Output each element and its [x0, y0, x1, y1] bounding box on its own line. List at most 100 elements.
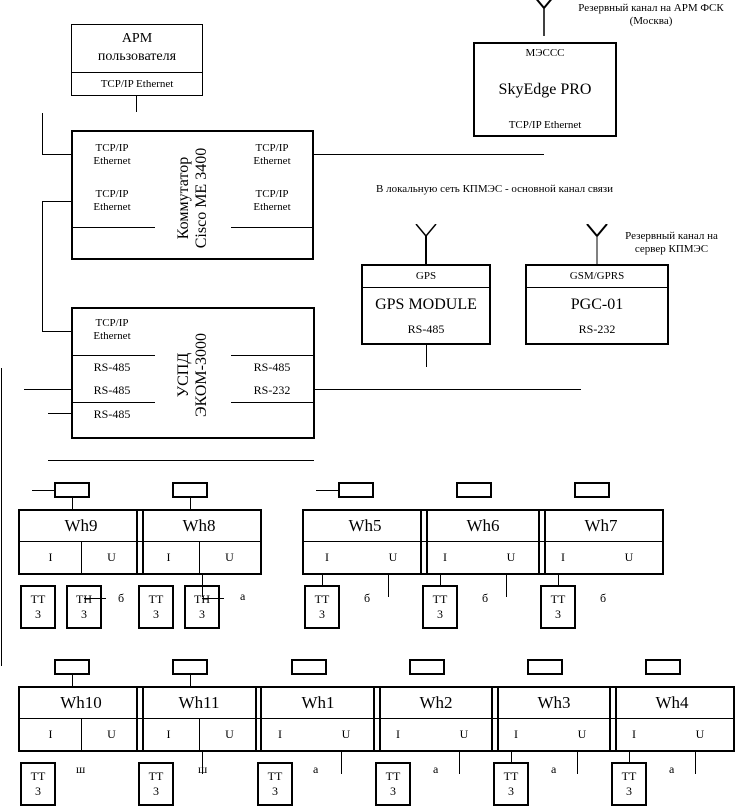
current-link — [558, 575, 559, 587]
transformer-count: 3 — [199, 607, 205, 621]
meter-voltage-label: U — [506, 550, 516, 564]
skyedge-name: SkyEdge PRO — [498, 81, 592, 98]
uspd-eth-port: TCP/IP Ethernet — [77, 317, 147, 342]
phase-label: а — [313, 762, 319, 776]
transformer-type: ТТ — [30, 592, 46, 606]
meter-divider — [375, 718, 497, 719]
skyedge-antenna-icon — [536, 0, 552, 36]
transformer-count: 3 — [437, 607, 443, 621]
meter-tag-box — [338, 482, 374, 498]
note-line2: сервер КПМЭС — [634, 242, 709, 255]
uspd-divider-left-2 — [73, 402, 155, 403]
meter-divider — [611, 718, 733, 719]
port-line2: Ethernet — [93, 329, 131, 342]
transformer-count: 3 — [390, 784, 396, 798]
meter-divider — [257, 718, 379, 719]
gps-port: RS-485 — [407, 322, 445, 336]
phase-label: а — [240, 589, 246, 603]
phase-label: б — [364, 591, 371, 605]
transformer-type: ТТ — [267, 769, 283, 783]
current-link — [629, 752, 630, 764]
skyedge-box: МЭССС SkyEdge PRO TCP/IP Ethernet — [473, 42, 617, 137]
left-bus-top — [42, 113, 43, 155]
meter-voltage-label: U — [624, 550, 634, 564]
uspd-right-rs232-link — [315, 389, 581, 390]
gps-divider — [363, 287, 489, 288]
arm-user-port: TCP/IP Ethernet — [100, 78, 174, 90]
skyedge-port: TCP/IP Ethernet — [508, 119, 582, 131]
switch-port-right-1: TCP/IP Ethernet — [237, 142, 307, 167]
phase-link — [84, 598, 106, 599]
port-line1: TCP/IP — [95, 188, 129, 200]
uspd-divider-left-1 — [73, 355, 155, 356]
phase-label: а — [433, 762, 439, 776]
phase-label: б — [600, 591, 607, 605]
meter-cell-divider — [199, 718, 200, 750]
meter-current-label: I — [278, 727, 282, 741]
uspd-divider-right-2 — [231, 402, 313, 403]
meter-divider — [493, 718, 615, 719]
gps-top-label: GPS — [415, 270, 437, 282]
meter-current-label: I — [632, 727, 636, 741]
switch-to-lan-link — [314, 154, 544, 155]
uspd-port-left-2: RS-485 — [93, 383, 131, 397]
meter-name: Wh5 — [348, 516, 382, 535]
pgc-box: GSM/GPRS PGC-01 RS-232 — [525, 264, 669, 345]
meter-current-label: I — [325, 550, 329, 564]
meter-cell-divider — [81, 541, 82, 573]
left-bus-switch-h — [42, 201, 72, 202]
meter-name: Wh7 — [584, 516, 618, 535]
transformer-type: ТТ — [148, 769, 164, 783]
tag-bus-link — [316, 490, 338, 491]
transformer-count: 3 — [555, 607, 561, 621]
local-network-note: В локальную сеть КПМЭС - основной канал … — [376, 183, 614, 195]
gps-bus-line — [48, 460, 314, 461]
meter-name: Wh2 — [419, 693, 453, 712]
transformer-type: ТТ — [503, 769, 519, 783]
pgc-name: PGC-01 — [570, 296, 624, 313]
left-bus-top-h — [42, 154, 72, 155]
phase-label: ш — [198, 762, 208, 776]
meter-current-label: I — [561, 550, 565, 564]
meter-divider — [422, 541, 544, 542]
switch-port-left-2: TCP/IP Ethernet — [77, 188, 147, 213]
switch-name-line1: Коммутатор — [175, 156, 192, 240]
meter-name: Wh3 — [537, 693, 571, 712]
uspd-left-rs485-link — [24, 389, 71, 390]
skyedge-top-label: МЭССС — [525, 47, 565, 59]
meter-current-label: I — [396, 727, 400, 741]
arm-user-title-line2: пользователя — [97, 49, 177, 64]
left-bus-switch-uspd — [42, 201, 43, 331]
meter-name: Wh11 — [178, 693, 220, 712]
left-bus-uspd-h — [42, 331, 72, 332]
meter-divider — [540, 541, 662, 542]
port-line2: Ethernet — [253, 200, 291, 213]
meter-voltage-label: U — [388, 550, 398, 564]
transformer-count: 3 — [35, 607, 41, 621]
phase-label: б — [118, 591, 125, 605]
meter-tag-box — [456, 482, 492, 498]
uspd-divider-right-1 — [231, 355, 313, 356]
meter-tag-box — [291, 659, 327, 675]
uspd-name-line2: ЭКОМ-3000 — [193, 333, 211, 417]
port-line1: TCP/IP — [255, 188, 289, 200]
pgc-divider — [527, 287, 667, 288]
port-line2: Ethernet — [93, 154, 131, 167]
note-line2: (Москва) — [629, 14, 673, 27]
transformer-type: ТТ — [385, 769, 401, 783]
